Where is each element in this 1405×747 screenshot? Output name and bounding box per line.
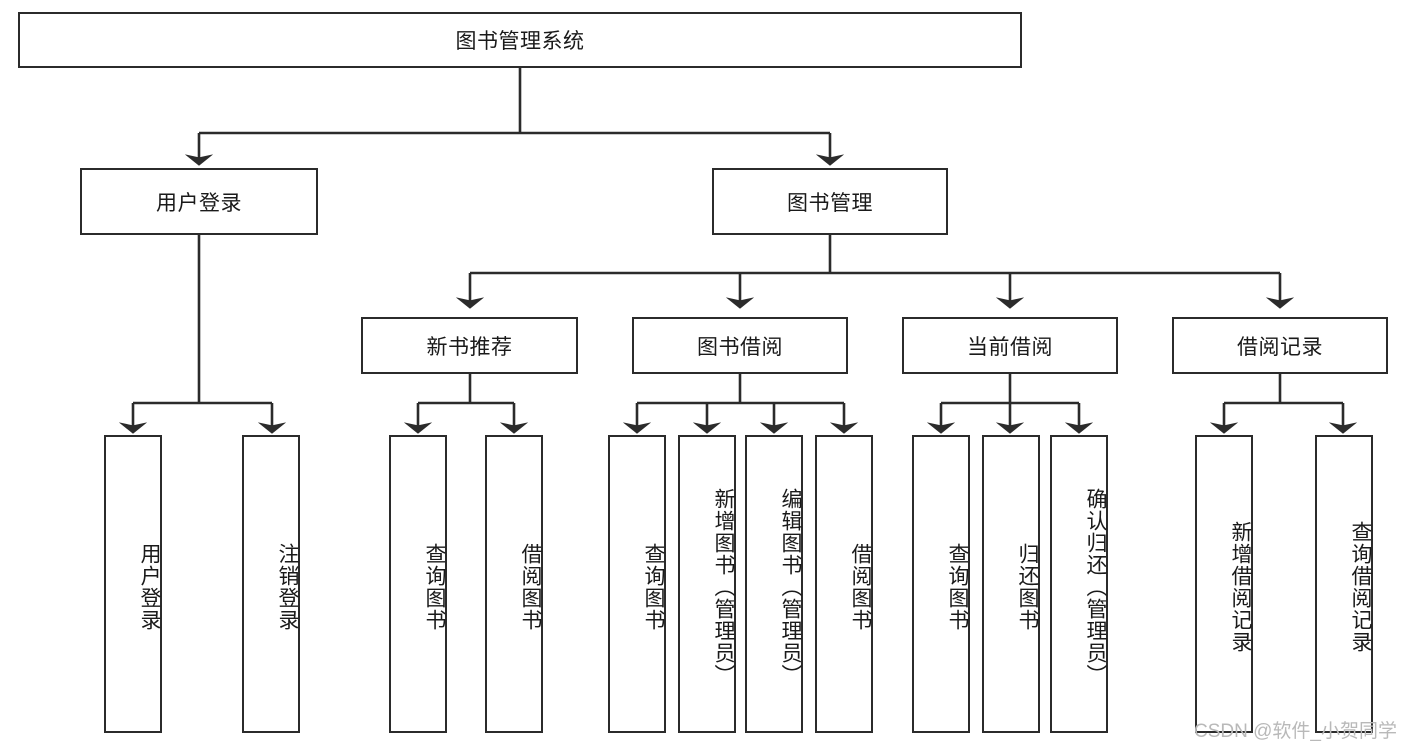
node-new-book-recommend-label: 新书推荐 xyxy=(426,335,513,359)
node-leaf-query-book-2-label: 查询图书 xyxy=(642,543,665,631)
node-leaf-query-record-label: 查询借阅记录 xyxy=(1349,521,1372,653)
node-book-management[interactable]: 图书管理 xyxy=(712,168,948,235)
node-leaf-query-record[interactable]: 查询借阅记录 xyxy=(1315,435,1373,733)
node-leaf-borrow-book-1-label: 借阅图书 xyxy=(519,543,542,631)
node-leaf-query-book-1-label: 查询图书 xyxy=(423,543,446,631)
node-leaf-confirm-return[interactable]: 确认归还（管理员） xyxy=(1050,435,1108,733)
node-new-book-recommend[interactable]: 新书推荐 xyxy=(361,317,578,374)
node-user-login[interactable]: 用户登录 xyxy=(80,168,318,235)
node-leaf-borrow-book-1[interactable]: 借阅图书 xyxy=(485,435,543,733)
node-leaf-user-login-label: 用户登录 xyxy=(138,543,161,631)
node-leaf-query-book-1[interactable]: 查询图书 xyxy=(389,435,447,733)
node-leaf-add-record[interactable]: 新增借阅记录 xyxy=(1195,435,1253,733)
node-root-label: 图书管理系统 xyxy=(455,30,585,53)
node-leaf-edit-book[interactable]: 编辑图书（管理员） xyxy=(745,435,803,733)
node-leaf-logout-login-label: 注销登录 xyxy=(276,543,299,631)
node-leaf-query-book-3-label: 查询图书 xyxy=(946,543,969,631)
node-leaf-add-book[interactable]: 新增图书（管理员） xyxy=(678,435,736,733)
node-leaf-query-book-3[interactable]: 查询图书 xyxy=(912,435,970,733)
node-leaf-confirm-return-label: 确认归还（管理员） xyxy=(1084,488,1107,686)
node-current-borrow[interactable]: 当前借阅 xyxy=(902,317,1118,374)
node-leaf-query-book-2[interactable]: 查询图书 xyxy=(608,435,666,733)
node-root[interactable]: 图书管理系统 xyxy=(18,12,1022,68)
node-leaf-return-book[interactable]: 归还图书 xyxy=(982,435,1040,733)
node-leaf-logout-login[interactable]: 注销登录 xyxy=(242,435,300,733)
node-current-borrow-label: 当前借阅 xyxy=(967,335,1053,359)
node-leaf-user-login[interactable]: 用户登录 xyxy=(104,435,162,733)
node-leaf-borrow-book-2-label: 借阅图书 xyxy=(849,543,872,631)
node-leaf-borrow-book-2[interactable]: 借阅图书 xyxy=(815,435,873,733)
node-borrow-record-label: 借阅记录 xyxy=(1237,335,1323,359)
node-book-borrow-label: 图书借阅 xyxy=(697,335,783,359)
node-book-management-label: 图书管理 xyxy=(787,191,873,215)
node-borrow-record[interactable]: 借阅记录 xyxy=(1172,317,1388,374)
node-book-borrow[interactable]: 图书借阅 xyxy=(632,317,848,374)
node-leaf-return-book-label: 归还图书 xyxy=(1016,543,1039,631)
node-leaf-add-record-label: 新增借阅记录 xyxy=(1229,521,1252,653)
node-user-login-label: 用户登录 xyxy=(156,191,242,215)
node-leaf-add-book-label: 新增图书（管理员） xyxy=(712,488,735,686)
node-leaf-edit-book-label: 编辑图书（管理员） xyxy=(779,488,802,686)
